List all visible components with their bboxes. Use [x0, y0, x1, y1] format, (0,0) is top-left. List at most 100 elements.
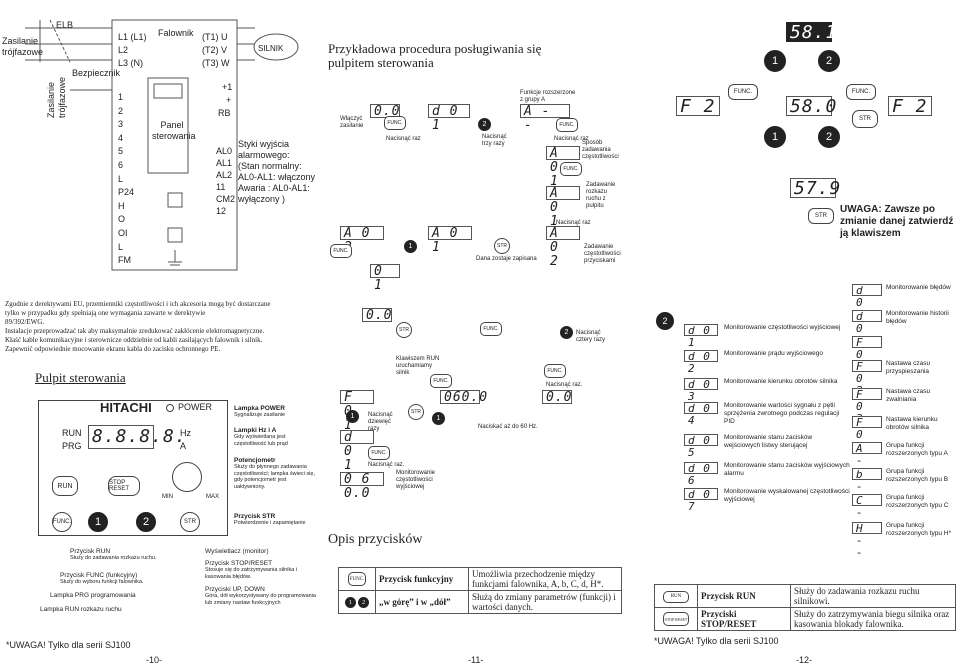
- terminal-label: P24: [118, 187, 135, 198]
- function-code: F 0 3: [852, 388, 882, 425]
- down-button-4[interactable]: 2: [818, 126, 840, 148]
- display-01: 0 1: [370, 264, 400, 293]
- callout-title: Przycisk STOP/RESET: [205, 560, 273, 567]
- up-button-3[interactable]: 1: [432, 412, 445, 425]
- wiring-diagram: [25, 19, 299, 271]
- up-button-2[interactable]: 1: [346, 410, 359, 423]
- potentiometer[interactable]: [172, 462, 202, 492]
- str-button-2[interactable]: STR: [396, 322, 412, 338]
- func-button-5[interactable]: FUNC.: [480, 322, 502, 336]
- down-button-1[interactable]: 2: [478, 118, 491, 131]
- func-button[interactable]: FUNC.: [52, 512, 72, 532]
- function-code: F 0 4: [852, 416, 882, 453]
- func-button-3[interactable]: FUNC.: [560, 162, 582, 176]
- display3-f2: F 2: [676, 96, 720, 117]
- down-button-2[interactable]: 2: [560, 326, 573, 339]
- callout-title: Lampka RUN rozkazu ruchu: [40, 606, 122, 613]
- power-on-label: Włączyć zasilanie: [340, 116, 364, 129]
- str-button-1[interactable]: STR: [494, 238, 510, 254]
- plus-label: +: [226, 95, 232, 105]
- inverter-label: Falownik: [158, 28, 194, 38]
- function-code: H - -: [852, 522, 882, 559]
- t-out-1: (T1) U: [202, 32, 228, 42]
- run-lamp-label: RUN: [62, 428, 82, 438]
- function-code: A - -: [852, 442, 882, 479]
- monitor-label: Monitorowanie wyskalowanej częstotliwośc…: [724, 488, 850, 503]
- function-label: Nastawa kierunku obrotów silnika: [886, 416, 938, 431]
- rb-label: RB: [218, 108, 231, 118]
- relay-desc-line: AL0-AL1: włączony: [238, 172, 316, 182]
- relay-desc-line: Awaria : AL0-AL1:: [238, 183, 310, 193]
- func-button-7[interactable]: FUNC.: [544, 364, 566, 378]
- monitor-label: Monitorowanie wartości sygnału z pętli s…: [724, 402, 840, 425]
- down-button[interactable]: 2: [136, 512, 156, 532]
- callout: Wyświetlacz (monitor): [205, 548, 320, 555]
- footnote-3: *UWAGA! Tylko dla serii SJ100: [654, 636, 779, 646]
- up-button-4[interactable]: 1: [764, 50, 786, 72]
- terminal-label: FM: [118, 255, 131, 266]
- t-out-2: (T2) V: [202, 45, 228, 55]
- monitor-label: Monitorowanie prądu wyjściowego: [724, 350, 823, 357]
- stop-icon: STOP RESET: [663, 612, 689, 626]
- procedure-title: Przykładowa procedura posługiwania się p…: [328, 41, 542, 70]
- callout-title: Przycisk STR: [234, 513, 276, 520]
- func-button-8[interactable]: FUNC.: [368, 446, 390, 460]
- relay-terminal: AL2: [216, 170, 233, 180]
- callout-desc: Służy do zadawania rozkazu ruchu.: [70, 555, 157, 561]
- max-label: MAX: [206, 494, 220, 500]
- plus1-label: +1: [222, 82, 233, 92]
- press-three-label: Nacisnąć trzy razy: [482, 134, 507, 147]
- callout-desc: Potwierdzenie i zapamiętanie: [234, 520, 306, 526]
- press-ten-label: Nacisnąć dziewięć razy: [368, 412, 393, 432]
- opis-key-1: Przycisk funkcyjny: [375, 567, 469, 591]
- freq-monitor-label: Monitorowanie częstotliwości wyjściowej: [396, 470, 436, 490]
- str-button[interactable]: STR: [180, 512, 200, 532]
- func-button-6[interactable]: FUNC.: [430, 374, 452, 388]
- terminal-label: 3: [118, 119, 124, 130]
- callout-desc: Gdy wyświetlana jest częstotliwość lub p…: [234, 434, 288, 447]
- up-button-5[interactable]: 1: [764, 126, 786, 148]
- monitor-code: d 0 5: [684, 434, 718, 459]
- display-a01-b: A 0 1: [546, 186, 580, 229]
- relay-terminal: AL0: [216, 146, 233, 156]
- func-button-9[interactable]: FUNC.: [728, 84, 758, 100]
- press-once-2-label: Nacisnąć raz: [554, 136, 589, 142]
- monitor-label: Monitorowanie stanu zacisków wejściowych…: [724, 434, 813, 449]
- func-button-10[interactable]: FUNC.: [846, 84, 876, 100]
- str-button-3[interactable]: STR: [408, 404, 424, 420]
- notes: Zgodnie z derektywami EU, przemienniki c…: [5, 300, 305, 354]
- table-row: FUNC. Przycisk funkcyjny Umożliwia przec…: [338, 567, 622, 591]
- run-button[interactable]: RUN: [52, 476, 78, 496]
- relay-terminal: CM2: [216, 194, 236, 204]
- down-button-3[interactable]: 2: [818, 50, 840, 72]
- callout-title: Potencjometr: [234, 457, 276, 464]
- warning-text: UWAGA: Zawsze po zmianie danej zatwierdź…: [840, 204, 954, 239]
- monitor-code: d 0 4: [684, 402, 718, 427]
- terminal-label: OI: [118, 227, 128, 238]
- function-label: Monitorowanie błędów: [886, 284, 951, 291]
- func-button-4[interactable]: FUNC.: [330, 244, 352, 258]
- display3-58-0: 58.0: [786, 96, 836, 117]
- monitor-label: Monitorowanie częstotliwości wyjściowej: [724, 324, 841, 331]
- run-cmd-label: Zadawanie rozkazu ruchu z pulpitu: [586, 182, 616, 209]
- supply-label: Zasilanie trójfazowe: [2, 36, 44, 57]
- stop-reset-button[interactable]: STOP RESET: [108, 476, 140, 496]
- press-once-label: Nacisnąć raz: [386, 136, 421, 142]
- func-button-1[interactable]: FUNC.: [384, 116, 406, 130]
- up-button[interactable]: 1: [88, 512, 108, 532]
- func-button-2[interactable]: FUNC.: [556, 118, 578, 132]
- monitor-label: Monitorowanie stanu zacisków wyjściowych…: [724, 462, 850, 477]
- monitor-code: d 0 6: [684, 462, 718, 487]
- main-display: 8.8.8.8.: [88, 425, 186, 449]
- l-in-1: L1 (L1): [118, 32, 147, 42]
- display-0-0: 0.0: [370, 104, 400, 119]
- up-button-1[interactable]: 1: [404, 240, 417, 253]
- down-button-5[interactable]: 2: [656, 312, 674, 330]
- str-button-4[interactable]: STR: [852, 110, 878, 128]
- function-code: F 0 2: [852, 360, 882, 397]
